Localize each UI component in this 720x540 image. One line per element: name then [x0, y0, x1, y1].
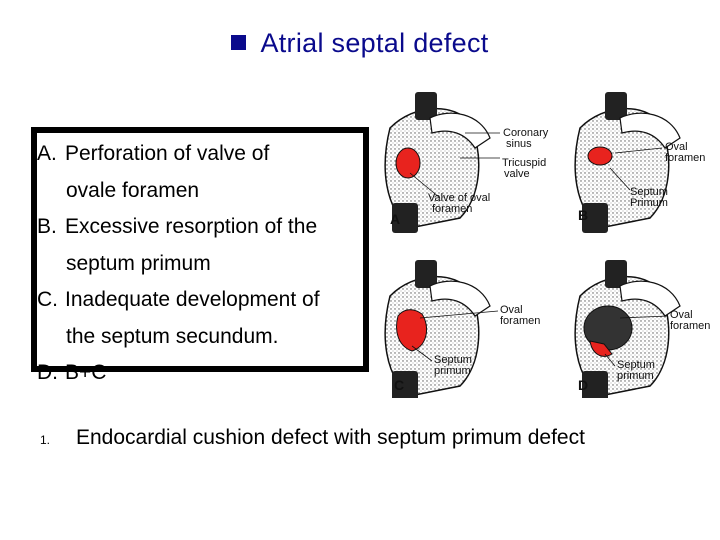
heart-diagrams: Coronary sinus Tricuspid valve Valve of … [370, 88, 720, 398]
diagram-label: Oval [670, 309, 693, 321]
diagram-label: Oval [500, 304, 523, 316]
footnote-number: 1. [40, 433, 51, 447]
slide-title-text: Atrial septal defect [260, 28, 489, 58]
diagram-label: Septum [617, 359, 655, 371]
diagram-letter: A [390, 211, 400, 227]
defect-region-b [587, 146, 613, 166]
option-text-continued: septum primum [66, 251, 211, 275]
diagram-label: foramen [432, 203, 472, 215]
diagram-letter: B [578, 207, 588, 223]
option-text-continued: the septum secundum. [66, 324, 279, 348]
square-bullet-icon [231, 35, 247, 50]
diagram-letter: C [394, 377, 404, 393]
diagram-label: primum [434, 365, 471, 377]
diagram-letter: D [578, 377, 588, 393]
diagram-label: foramen [665, 152, 705, 164]
diagram-label: valve [504, 168, 530, 180]
diagram-label: Septum [434, 354, 472, 366]
option-text: Inadequate development of [65, 288, 320, 311]
option-a: A. Perforation of valve of ovale foramen [37, 136, 377, 209]
defect-region-a [395, 147, 421, 179]
heart-diagram-d: Oval foramen Septum primum D [574, 260, 710, 398]
option-key: B. [37, 215, 57, 238]
option-b: B. Excessive resorption of the septum pri… [37, 209, 377, 282]
answer-options-box [31, 127, 369, 372]
option-text-continued: ovale foramen [66, 178, 200, 202]
diagram-label: Tricuspid [502, 157, 546, 169]
defect-region-d [589, 340, 613, 357]
defect-region-c [396, 309, 428, 352]
footnote-text: Endocardial cushion defect with septum p… [76, 426, 585, 449]
diagram-label: Primum [630, 197, 668, 209]
option-c: C. Inadequate development of the septum s… [37, 282, 377, 355]
option-key: A. [37, 142, 57, 165]
slide-title: Atrial septal defect [0, 28, 720, 59]
heart-diagram-a: Coronary sinus Tricuspid valve Valve of … [384, 92, 549, 233]
diagram-label: Valve of oval [428, 192, 490, 204]
option-key: D. [37, 361, 58, 384]
option-key: C. [37, 288, 58, 311]
heart-diagram-b: Oval foramen Septum Primum B [574, 92, 705, 233]
footnote: 1. Endocardial cushion defect with septu… [40, 426, 585, 450]
heart-diagrams-svg: Coronary sinus Tricuspid valve Valve of … [384, 92, 710, 398]
diagram-label: primum [617, 370, 654, 382]
diagram-label: foramen [500, 315, 540, 327]
option-text: Excessive resorption of the [65, 215, 318, 238]
diagram-label: Coronary [503, 127, 549, 139]
heart-diagram-c: Oval foramen Septum primum C [384, 260, 540, 398]
diagram-label: sinus [506, 138, 532, 150]
option-text: Perforation of valve of [65, 142, 270, 165]
option-text: B+C [65, 361, 107, 384]
option-d: D. B+C [37, 355, 377, 392]
diagram-label: Oval [665, 141, 688, 153]
diagram-label: foramen [670, 320, 710, 332]
diagram-label: Septum [630, 186, 668, 198]
